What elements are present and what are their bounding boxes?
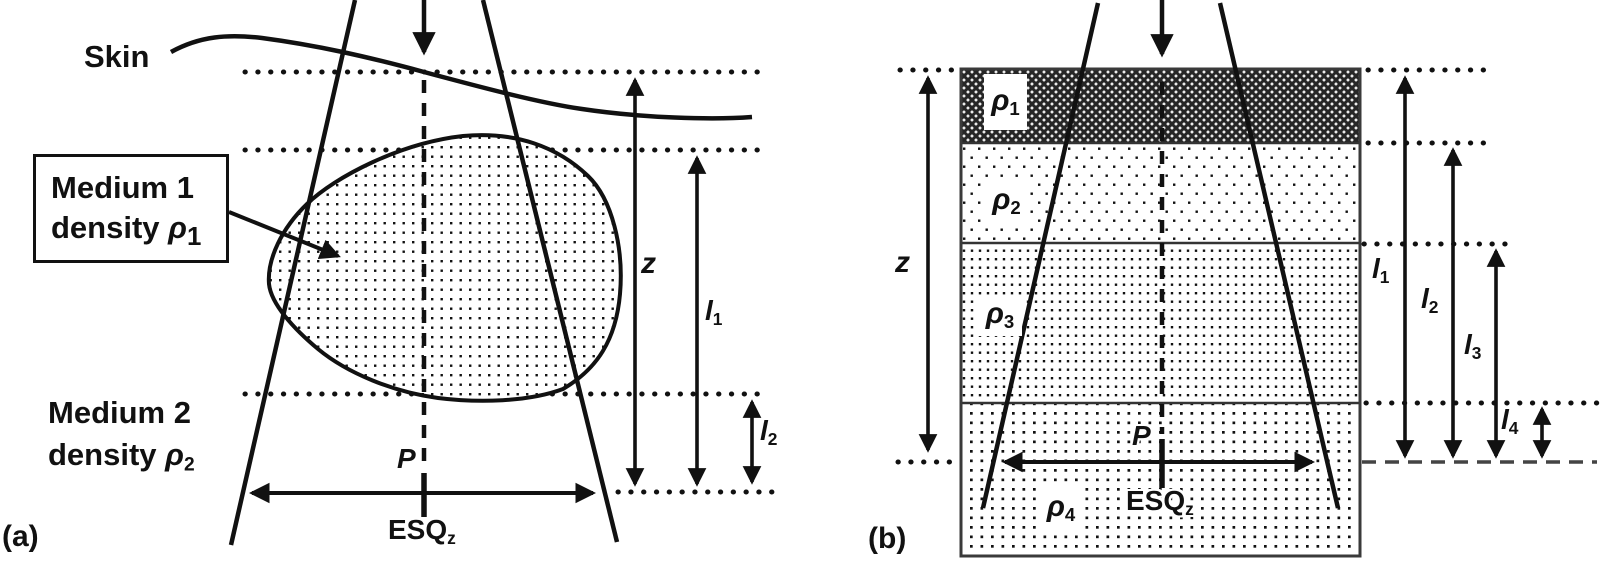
medium1-line2: density ρ1	[51, 209, 202, 251]
z-label-a: z	[641, 247, 656, 280]
phantom-outline	[959, 67, 1362, 558]
panel-a-tag: (a)	[2, 520, 39, 553]
medium2-line1: Medium 2	[48, 395, 191, 430]
l2-label-a: l2	[760, 415, 778, 449]
medium1-blob	[266, 133, 623, 403]
rho3-label-b: ρ3	[978, 295, 1022, 336]
medium1-annotation-arrow	[228, 210, 341, 260]
beam-edge-right-b	[1217, 2, 1341, 509]
esq-label-a: ESQz	[388, 514, 456, 548]
beam-edge-right-a	[480, 0, 620, 543]
skin-curve	[169, 33, 753, 121]
panel-b-graphics	[895, 0, 1600, 558]
rho2-symbol-a: ρ	[165, 437, 184, 473]
l3-label-b: l3	[1464, 329, 1482, 363]
beam-edge-left-b	[980, 2, 1101, 509]
rho4-label-b: ρ4	[1039, 488, 1083, 529]
l2-label-b: l2	[1421, 283, 1439, 317]
z-label-b: z	[895, 246, 910, 279]
panel-b-tag: (b)	[868, 522, 907, 555]
beam-edge-left-a	[228, 0, 358, 546]
skin-label-text: Skin	[84, 39, 150, 74]
medium2-line2: density ρ2	[48, 437, 195, 476]
medium1-label-box: Medium 1 density ρ1	[33, 154, 229, 263]
skin-label: Skin	[84, 40, 149, 73]
l1-label-a: l1	[705, 295, 723, 329]
rho1-symbol-a: ρ	[168, 209, 187, 245]
p-label-b: P	[1132, 420, 1151, 451]
rho2-label-b: ρ2	[983, 179, 1030, 223]
p-label-a: P	[397, 443, 416, 474]
rho1-label-b: ρ1	[984, 74, 1027, 130]
esq-label-b: ESQz	[1126, 485, 1194, 519]
medium1-line1: Medium 1	[51, 170, 194, 205]
medium2-label: Medium 2 density ρ2	[48, 392, 195, 479]
panel-a-graphics	[169, 0, 778, 546]
l1-label-b: l1	[1372, 253, 1390, 287]
l4-label-b: l4	[1501, 404, 1519, 438]
